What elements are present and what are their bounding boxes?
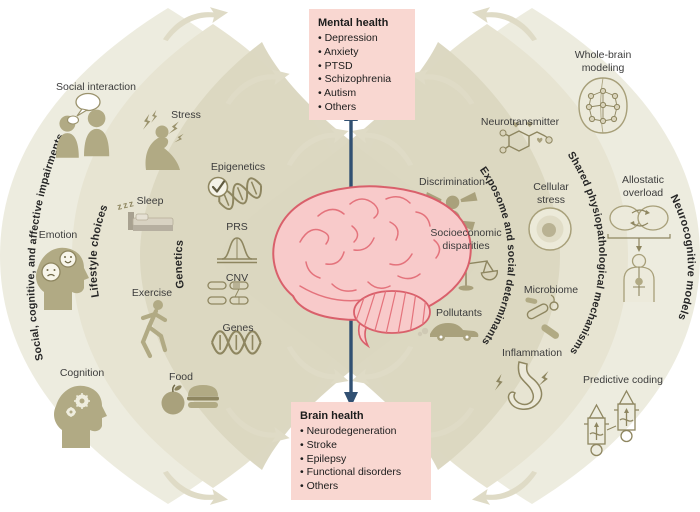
stress-icon [142, 110, 185, 170]
list-item: • Depression [318, 32, 378, 45]
list-item: • Autism [318, 86, 357, 99]
exercise-icon [140, 300, 168, 359]
inflammation-icon [494, 361, 550, 410]
label-whole-brain-modeling: Whole-brain modeling [574, 49, 632, 74]
brain-health-title: Brain health [300, 410, 364, 422]
list-item: • PTSD [318, 59, 353, 72]
brain-health-box: Brain health • Neurodegeneration• Stroke… [291, 402, 431, 500]
label-epigenetics: Epigenetics [210, 161, 266, 173]
label-social-interaction: Social interaction [56, 81, 136, 93]
cnv-icon [207, 281, 249, 305]
list-item: • Others [300, 479, 339, 492]
label-allostatic-overload: Allostatic overload [621, 174, 664, 199]
list-item: • Functional disorders [300, 466, 402, 479]
label-prs: PRS [226, 221, 248, 233]
label-cnv: CNV [225, 272, 249, 284]
label-socioeconomic-disparities: Socioeconomic disparities [430, 227, 502, 252]
list-item: • Stroke [300, 438, 337, 451]
mental-health-box: Mental health • Depression• Anxiety• PTS… [309, 9, 415, 121]
prs-icon [217, 237, 257, 264]
cognition-icon [54, 385, 107, 448]
predictive-coding-icon [583, 390, 640, 457]
list-item: • Neurodegeneration [300, 425, 397, 438]
list-item: • Schizophrenia [318, 73, 392, 86]
label-exercise: Exercise [131, 287, 173, 299]
brain-illustration [272, 185, 472, 349]
neurotransmitter-icon [499, 121, 553, 154]
label-sleep: Sleep [136, 195, 164, 207]
label-discrimination: Discrimination [419, 176, 485, 188]
epigenetics-icon [207, 174, 266, 213]
mental-health-title: Mental health [318, 17, 389, 29]
emotion-icon [36, 247, 89, 310]
background-leaves [0, 8, 700, 504]
mental-health-list: • Depression• Anxiety• PTSD• Schizophren… [318, 32, 406, 114]
brain-health-list: • Neurodegeneration• Stroke• Epilepsy• F… [300, 425, 422, 493]
list-item: • Others [318, 100, 357, 113]
microbiome-icon [525, 294, 560, 339]
label-emotion: Emotion [38, 229, 78, 241]
list-item: • Anxiety [318, 45, 359, 58]
cellular-stress-icon [528, 207, 572, 251]
label-food: Food [169, 371, 193, 383]
label-stress: Stress [171, 109, 201, 121]
label-microbiome: Microbiome [523, 284, 579, 296]
label-cognition: Cognition [59, 367, 105, 379]
ring-label-genetics: Genetics [173, 239, 187, 289]
svg-text:zzz: zzz [116, 198, 136, 212]
label-pollutants: Pollutants [435, 307, 483, 319]
sleep-icon: zzz [116, 198, 174, 231]
label-inflammation: Inflammation [501, 347, 563, 359]
pollutants-icon [417, 323, 479, 341]
whole-brain-modeling-icon [578, 77, 628, 134]
label-genes: Genes [222, 322, 254, 334]
allostatic-overload-icon [607, 205, 671, 302]
label-cellular-stress: Cellular stress [533, 181, 569, 206]
social-interaction-icon [56, 92, 110, 158]
food-icon [161, 384, 219, 415]
list-item: • Epilepsy [300, 452, 347, 465]
label-predictive-coding: Predictive coding [583, 374, 663, 386]
label-neurotransmitter: Neurotransmitter [480, 116, 560, 128]
